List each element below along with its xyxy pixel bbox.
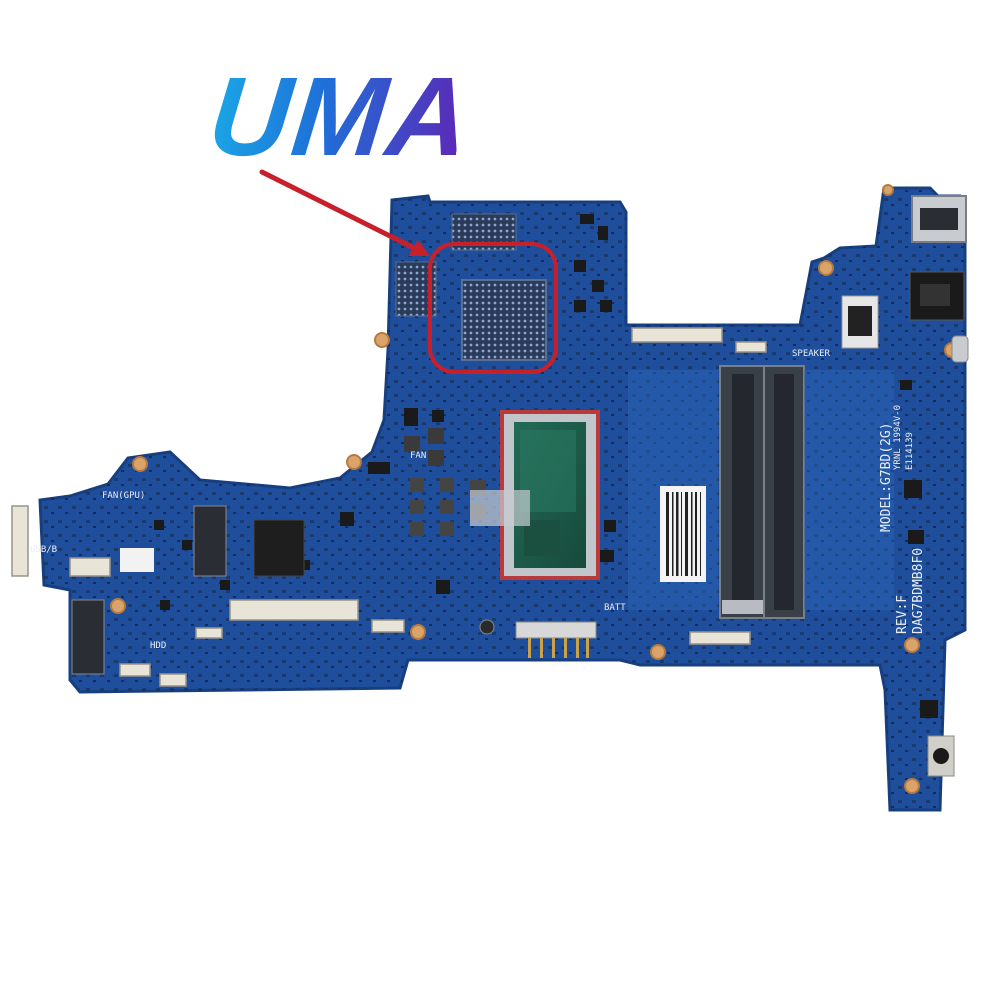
- gpu-highlight-circle: [428, 242, 558, 374]
- silk-fan: FAN: [410, 451, 426, 461]
- silk-fan-gpu: FAN(GPU): [102, 491, 145, 501]
- mounting-holes: [110, 184, 960, 794]
- audio-jack: [927, 735, 955, 777]
- usb-port: [911, 195, 967, 243]
- silk-vendor: YRNL 1994V-0: [893, 405, 903, 470]
- battery-connector: [515, 621, 597, 658]
- silk-usb: USB/B: [30, 545, 57, 555]
- cpu-package: [500, 410, 600, 580]
- usb-c-port: [951, 335, 969, 363]
- wifi-slot: [193, 505, 227, 577]
- silk-model: MODEL:G7BD(2G): [879, 422, 894, 532]
- barcode-label: [660, 486, 706, 582]
- gpu-bga-chip: [461, 279, 547, 361]
- callout-arrow: [259, 169, 430, 256]
- silk-board-id: DAG7BDMB8F0: [911, 548, 926, 634]
- capacitor: [479, 619, 495, 635]
- ram-socket-2: [763, 365, 805, 619]
- silk-speaker: SPEAKER: [792, 349, 831, 359]
- white-label: [120, 548, 154, 572]
- ssd-m2-slot: [71, 599, 105, 675]
- ethernet-port: [909, 271, 965, 321]
- silk-lot: E114139: [905, 432, 915, 470]
- silk-batt: BATT: [604, 603, 626, 613]
- network-chip: [848, 306, 872, 336]
- ram-area-right: [804, 370, 894, 610]
- ram-socket-1: [719, 365, 767, 619]
- silk-rev: REV:F: [895, 595, 910, 634]
- silk-hdd: HDD: [150, 641, 166, 651]
- blurred-patch: [470, 490, 530, 526]
- controller-chip: [253, 519, 305, 577]
- connectors: [11, 327, 767, 687]
